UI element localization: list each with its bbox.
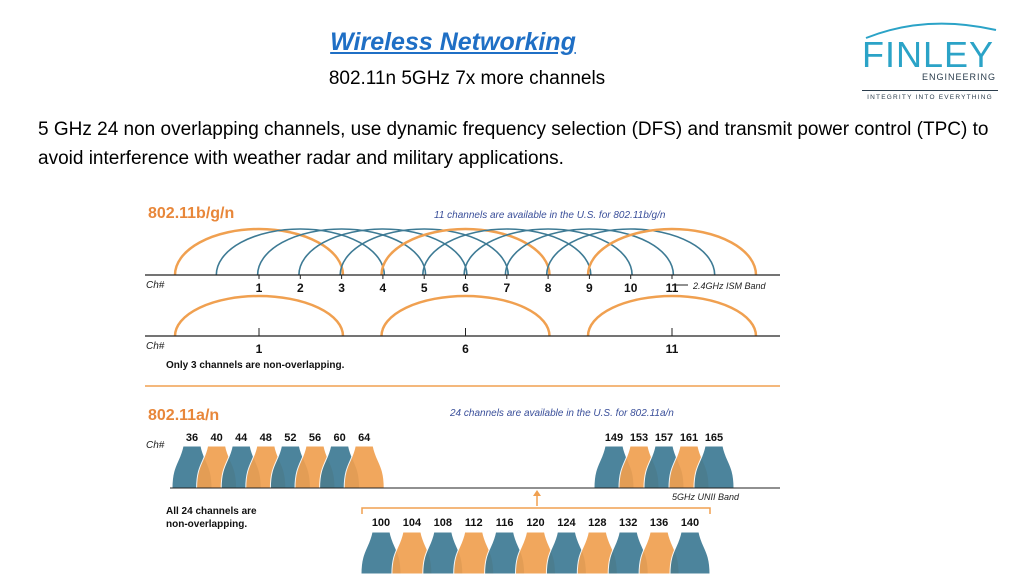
channel-arc-5 [339,228,509,276]
channel-arc-9 [504,228,675,276]
channel-diagram: 802.11b/g/n 11 channels are available in … [145,205,780,575]
channel-label-1: 1 [256,281,263,295]
a-channel-label-56: 56 [309,432,321,444]
channel-label-8: 8 [545,281,552,295]
channel-arc-1 [173,227,345,276]
a-heading: 802.11a/n [148,407,219,424]
channel-arc-6 [380,227,551,276]
channel-arc-4 [298,228,468,276]
a-channel-label-136: 136 [650,517,668,529]
a-channel-label-104: 104 [403,517,422,529]
a-channel-label-128: 128 [588,517,606,529]
channel-label-3: 3 [338,281,345,295]
nonoverlap-label-6: 6 [462,342,469,356]
channel-arc-11 [586,227,758,276]
a-channel-label-140: 140 [681,517,699,529]
nonoverlap-ch-label: Ch# [146,341,165,352]
a-channel-label-44: 44 [235,432,248,444]
a-channel-label-100: 100 [372,517,390,529]
nonoverlap-arc-6 [380,294,551,337]
page-subtitle: 802.11n 5GHz 7x more channels [328,68,606,89]
a-channel-label-108: 108 [434,517,452,529]
a-channel-label-165: 165 [705,432,723,444]
a-channel-label-48: 48 [260,432,272,444]
a-note: 24 channels are available in the U.S. fo… [449,408,674,419]
logo-subtitle: ENGINEERING [922,72,997,82]
a-channel-label-157: 157 [655,432,673,444]
a-channel-shape-64 [343,445,385,489]
channel-arc-8 [463,228,633,276]
a-note-line-1: All 24 channels are [166,506,257,517]
a-channel-label-120: 120 [526,517,544,529]
channel-label-4: 4 [380,281,387,295]
nonoverlap-label-11: 11 [666,342,679,356]
a-channel-label-40: 40 [210,432,222,444]
nonoverlap-note: Only 3 channels are non-overlapping. [166,360,345,371]
a-ch-label: Ch# [146,440,165,451]
channel-arc-7 [422,228,592,276]
channel-arc-10 [545,228,716,276]
body-paragraph: 5 GHz 24 non overlapping channels, use d… [38,119,989,169]
nonoverlap-arc-11 [586,294,758,337]
a-band-label: 5GHz UNII Band [672,492,740,502]
mid-bracket [361,507,711,514]
page-title: Wireless Networking [330,28,576,56]
logo-word: FINLEY [862,34,995,75]
channel-label-9: 9 [586,281,593,295]
channel-label-11: 11 [666,281,679,295]
a-channel-label-116: 116 [496,517,514,529]
channel-arc-2 [215,228,386,276]
page-title-wrap: Wireless Networking [0,28,906,57]
nonoverlap-arc-1 [173,294,345,337]
bgn-band-label: 2.4GHz ISM Band [692,281,767,291]
bgn-heading: 802.11b/g/n [148,205,234,222]
a-channel-label-161: 161 [680,432,698,444]
a-channel-label-149: 149 [605,432,623,444]
a-channel-shape-140 [669,531,711,575]
logo-tagline: INTEGRITY INTO EVERYTHING [862,90,998,101]
a-channel-label-124: 124 [557,517,576,529]
a-channel-label-60: 60 [333,432,345,444]
bgn-ch-label: Ch# [146,280,165,291]
a-channel-label-153: 153 [630,432,648,444]
a-channel-label-36: 36 [186,432,198,444]
mid-arrow-head [533,490,541,496]
a-channel-label-64: 64 [358,432,371,444]
a-channel-label-112: 112 [465,517,483,529]
channel-arc-3 [256,228,427,276]
channel-label-6: 6 [462,281,469,295]
channel-label-10: 10 [624,281,638,295]
bgn-note: 11 channels are available in the U.S. fo… [434,210,666,221]
a-channel-label-132: 132 [619,517,637,529]
logo-swoosh-icon [865,22,997,39]
a-channel-label-52: 52 [284,432,296,444]
finley-logo: FINLEY ENGINEERING INTEGRITY INTO EVERYT… [856,20,1006,101]
nonoverlap-label-1: 1 [256,342,263,356]
channel-label-5: 5 [421,281,428,295]
a-note-line-2: non-overlapping. [166,519,247,530]
channel-label-2: 2 [297,281,304,295]
channel-label-7: 7 [503,281,510,295]
a-channel-shape-165 [693,445,735,489]
